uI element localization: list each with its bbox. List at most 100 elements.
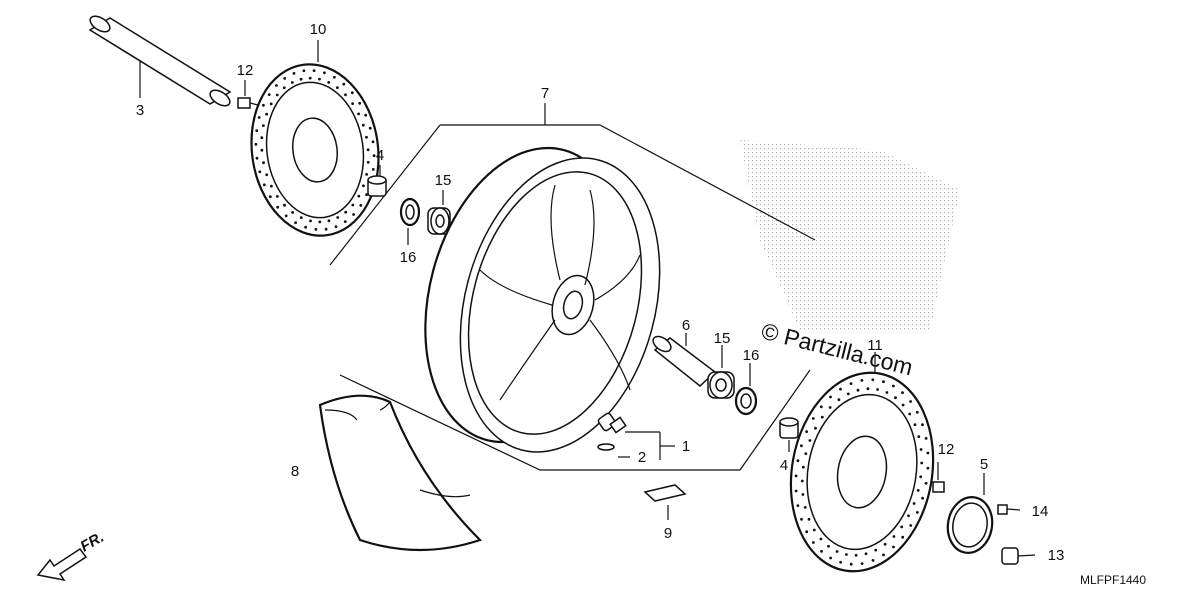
disc-hole (808, 439, 812, 442)
disc-hole (860, 562, 864, 565)
disc-hole (820, 549, 823, 553)
disc-hole (919, 475, 923, 479)
disc-hole (262, 161, 265, 165)
callout-16-left: 16 (400, 249, 417, 266)
disc-hole (796, 459, 800, 463)
pulser-ring (946, 473, 994, 554)
disc-hole (294, 221, 297, 225)
front-direction-arrow (36, 547, 88, 582)
disc-hole (883, 542, 887, 546)
disc-hole (336, 86, 339, 89)
disc-hole (302, 69, 306, 73)
disc-hole (262, 124, 265, 127)
disc-hole (368, 126, 372, 130)
disc-hole (362, 184, 365, 188)
disc-hole (916, 489, 920, 492)
disc-hole (915, 410, 919, 414)
disc-hole (267, 93, 271, 96)
disc-hole (257, 116, 261, 119)
disc-hole (283, 203, 286, 207)
disc-hole (359, 204, 363, 207)
disc-hole (276, 195, 279, 198)
disc-hole (284, 214, 288, 218)
disc-hole (275, 93, 279, 97)
disc-hole (357, 112, 360, 116)
callout-11: 11 (867, 337, 883, 354)
disc-hole (892, 535, 896, 538)
disc-hole (860, 379, 864, 382)
disc-hole (324, 227, 328, 231)
disc-hole (924, 437, 928, 440)
disc-hole (314, 228, 318, 231)
disc-hole (371, 168, 375, 171)
disc-hole (258, 170, 262, 174)
disc-hole (352, 213, 355, 216)
brake-disc-left (250, 40, 380, 237)
callout-2: 2 (638, 449, 646, 466)
disc-hole (803, 506, 807, 509)
disc-hole (819, 537, 823, 541)
disc-hole (364, 113, 368, 117)
disc-hole (344, 210, 348, 214)
disc-hole (275, 84, 278, 87)
callout-10: 10 (310, 21, 327, 38)
disc-hole (372, 154, 376, 158)
disc-hole (327, 81, 331, 84)
disc-hole (807, 517, 811, 521)
disc-hole (811, 417, 815, 420)
disc-hole (269, 102, 273, 106)
callout-8: 8 (291, 463, 299, 480)
disc-hole (270, 184, 273, 188)
callout-16-right: 16 (743, 347, 760, 364)
disc-hole (309, 219, 312, 223)
disc-hole (255, 156, 259, 160)
disc-hole (366, 148, 370, 152)
air-valve (597, 412, 675, 460)
callout-14: 14 (1032, 503, 1049, 520)
disc-hole (812, 528, 816, 532)
disc-hole (901, 391, 904, 395)
disc-hole (917, 435, 921, 438)
disc-hole (283, 77, 287, 80)
disc-hole (282, 86, 286, 90)
disc-hole (333, 75, 336, 79)
dust-seal-right (734, 363, 758, 416)
disc-hole (344, 93, 347, 97)
disc-hole (800, 517, 803, 521)
callout-9: 9 (664, 525, 672, 542)
disc-hole (874, 548, 878, 552)
callout-4-right: 4 (780, 457, 788, 474)
disc-hole (290, 81, 294, 84)
shading-band (740, 140, 960, 330)
disc-hole (351, 102, 354, 105)
disc-hole (299, 77, 303, 81)
disc-hole (839, 387, 842, 391)
disc-hole (801, 465, 805, 469)
disc-hole (276, 205, 280, 209)
disc-hole (318, 77, 321, 81)
disc-hole (358, 101, 362, 105)
disc-hole (839, 560, 842, 564)
disc-hole (892, 384, 895, 388)
disc-hole (900, 525, 904, 529)
disc-hole (262, 103, 265, 107)
disc-hole (268, 195, 272, 199)
disc-hole (856, 388, 860, 392)
disc-hole (864, 552, 868, 556)
disc-hole (907, 514, 910, 518)
disc-hole (854, 553, 858, 557)
callout-5: 5 (980, 456, 988, 473)
disc-hole (260, 148, 264, 152)
disc-hole (828, 406, 832, 409)
disc-hole (350, 91, 354, 95)
disc-hole (908, 412, 912, 416)
disc-hole (255, 129, 259, 133)
bearing-left (427, 190, 451, 235)
disc-hole (916, 511, 919, 514)
disc-hole (365, 135, 368, 139)
disc-hole (804, 452, 808, 455)
wheel-rim (424, 146, 661, 453)
disc-bolt-right (932, 462, 945, 493)
assembly-bracket-top (440, 124, 816, 241)
